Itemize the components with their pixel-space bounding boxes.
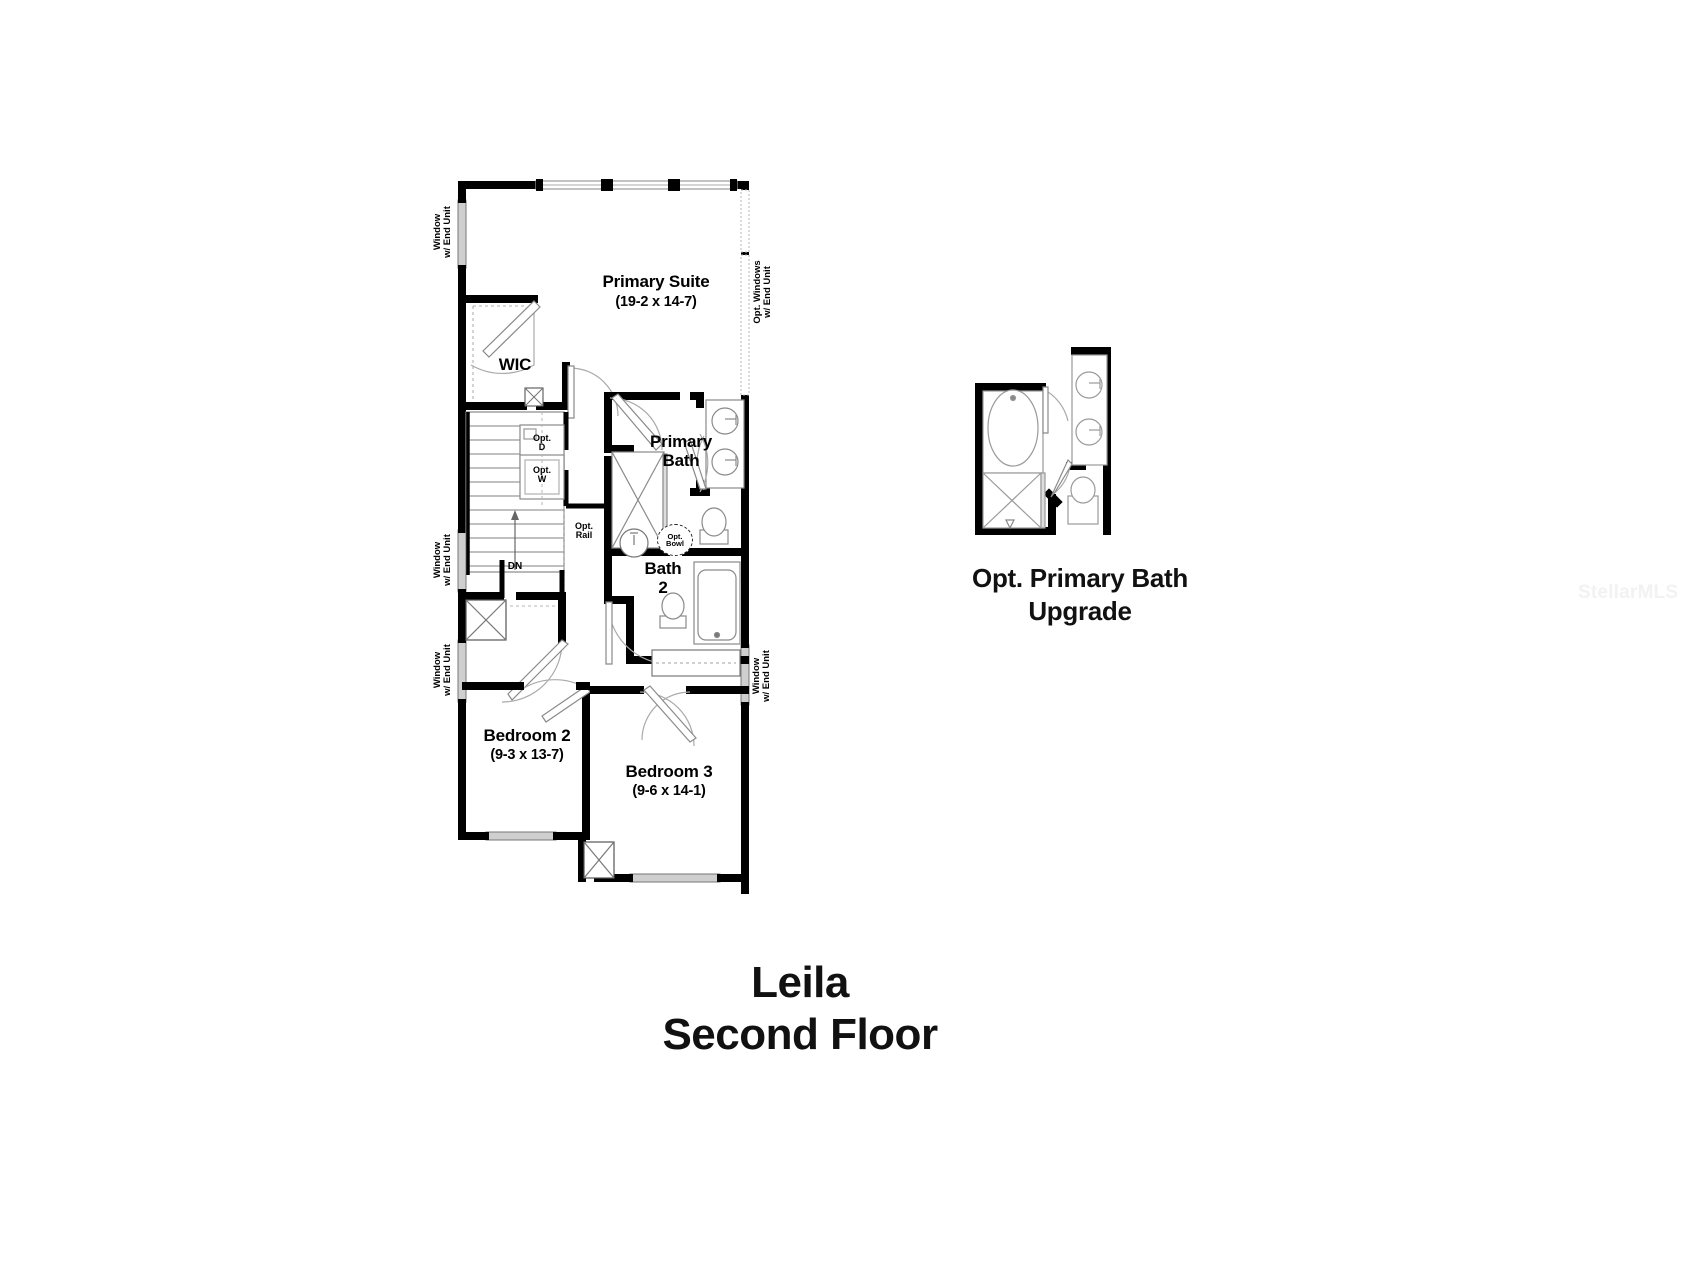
watermark-stellarmls: StellarMLS [1578, 582, 1679, 603]
wc-door-panel [611, 393, 663, 451]
primary-vanity [705, 399, 745, 489]
opt-plan-title-line2: Upgrade [1028, 595, 1132, 626]
bedroom2-closet-door [501, 641, 563, 703]
room-label-bedroom-2: Bedroom 2 [483, 726, 571, 745]
wic-closet-x [524, 387, 544, 407]
bedroom3-entry-panel [643, 685, 697, 743]
opt-plan-title-line1: Opt. Primary Bath [972, 563, 1188, 593]
top-window [535, 180, 738, 190]
opt-bowl-text: Opt. Bowl [666, 531, 684, 548]
room-dim-bedroom-2: (9-3 x 13-7) [490, 747, 564, 763]
annotation-opt-rail: Opt. Rail [575, 521, 593, 541]
opt-entry-door-panel [1042, 386, 1049, 434]
page-title-line1: Leila [751, 958, 849, 1007]
annotation-opt-bowl: Opt. Bowl [657, 524, 693, 556]
bath2-tub [693, 561, 741, 645]
primary-bath-entry-panel [683, 439, 707, 490]
stair-direction-arrow [511, 510, 519, 570]
room-dim-bedroom-3: (9-6 x 14-1) [632, 783, 706, 799]
annotation-window-end-unit-1: Window w/ End Unit [432, 206, 453, 258]
room-label-bath-2: Bath 2 [644, 559, 682, 598]
annotation-stair-down: DN [507, 561, 523, 572]
wic-door [470, 302, 535, 375]
left-window-3 [457, 638, 467, 704]
bath2-door-panel [605, 601, 613, 665]
wic-door-panel [482, 300, 541, 358]
right-window-bath2 [740, 643, 750, 707]
bath2-toilet [659, 592, 687, 629]
left-window-2 [457, 528, 467, 594]
bedroom2-closet [465, 599, 507, 641]
opt-vanity [1071, 354, 1108, 466]
bedroom3-closet [651, 649, 741, 677]
suite-door-panel [567, 365, 575, 419]
wic-shelf [472, 305, 527, 399]
room-label-wic: WIC [498, 355, 532, 374]
room-label-bedroom-3: Bedroom 3 [625, 762, 713, 781]
left-window-1 [457, 198, 467, 270]
bottom-window-bedroom3 [628, 873, 722, 883]
bedroom2-closet-door-panel [507, 639, 569, 701]
annotation-window-end-unit-2: Window w/ End Unit [432, 534, 453, 586]
lower-vanity [619, 528, 649, 558]
suite-door [569, 367, 619, 417]
opt-tub [982, 389, 1044, 474]
room-label-primary-bath: Primary Bath [650, 432, 712, 471]
opt-shower [982, 472, 1046, 530]
annotation-window-end-unit-4: Window w/ End Unit [751, 650, 772, 702]
bottom-window-bedroom2 [484, 831, 558, 841]
opt-toilet [1067, 476, 1099, 525]
primary-toilet [699, 507, 729, 545]
wic-walls [462, 295, 570, 410]
top-window-mullions [536, 179, 737, 191]
opt-wc-door-panel [1050, 458, 1073, 498]
opt-windows-right [740, 189, 750, 396]
bedroom3-walls [578, 686, 749, 882]
annotation-window-end-unit-3: Window w/ End Unit [432, 644, 453, 696]
annotation-opt-dryer: Opt. D [533, 433, 551, 453]
annotation-opt-washer: Opt. W [533, 465, 551, 485]
room-dim-primary-suite: (19-2 x 14-7) [615, 294, 697, 310]
annotation-opt-windows-end-unit: Opt. Windows w/ End Unit [752, 260, 773, 324]
page-title-line2: Second Floor [662, 1010, 938, 1059]
room-label-primary-suite: Primary Suite [602, 272, 710, 291]
bedroom3-bottom-closet [583, 841, 615, 879]
